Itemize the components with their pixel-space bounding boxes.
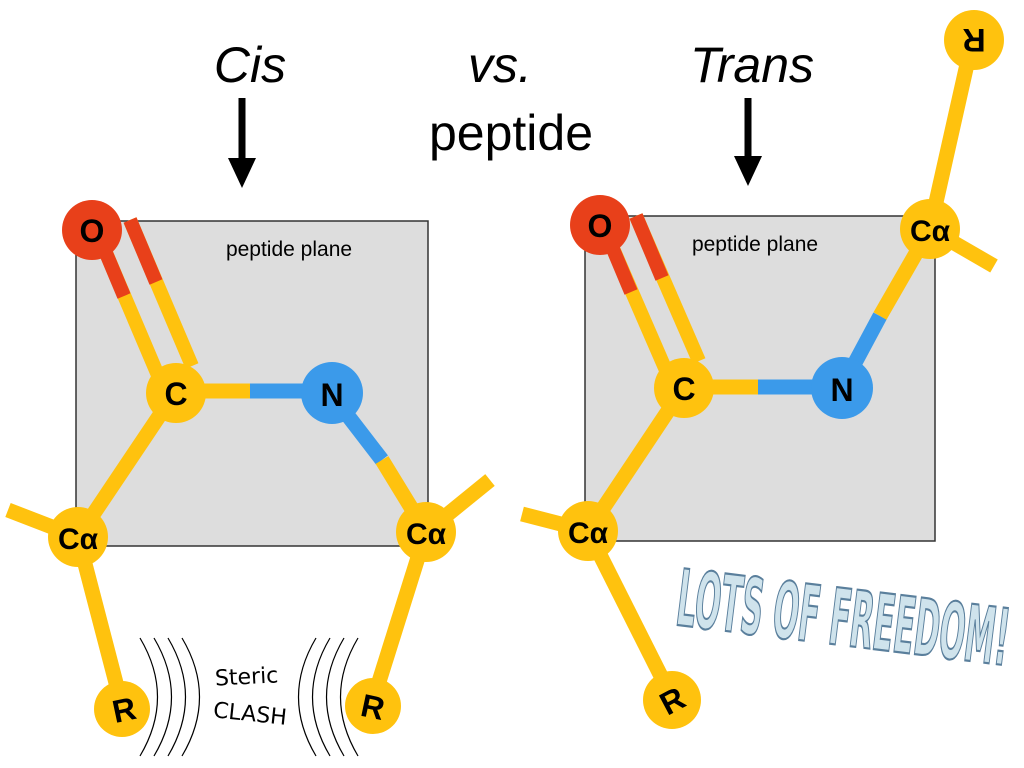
trans-atom-o: O [570,195,630,255]
trans-peptide-plane [584,215,936,542]
trans-plane-label: peptide plane [692,233,818,256]
cis-atom-ca-left: Cα [48,507,108,567]
clash-label-steric: Steric [214,663,279,691]
trans-atom-r-bottom: R [643,671,701,729]
svg-text:N: N [830,372,853,408]
cis-down-arrow-icon [228,98,256,188]
trans-atom-ca-top: Cα [900,199,960,259]
trans-atom-ca-bottom: Cα [558,501,618,561]
svg-text:Cα: Cα [910,215,951,248]
cis-atom-r-left: R [94,681,150,737]
svg-text:O: O [80,213,105,249]
steric-clash: Steric CLASH [139,637,359,757]
cis-atom-o: O [62,200,122,260]
svg-text:R: R [962,22,985,58]
clash-label-clash: CLASH [212,698,288,731]
cis-plane-label: peptide plane [226,238,352,261]
lots-of-freedom-wordart: LOTS OF FREEDOM! [671,553,1015,685]
svg-text:C: C [672,371,695,407]
title-cis: Cis [214,37,286,93]
svg-text:Cα: Cα [58,523,99,556]
svg-text:O: O [588,208,613,244]
title-peptide: peptide [429,105,593,161]
svg-text:N: N [320,377,343,413]
clash-arcs-left-icon [139,637,201,757]
clash-arcs-right-icon [297,637,359,757]
cis-atom-n: N [301,362,363,424]
cis-atom-c: C [146,363,206,423]
svg-text:C: C [164,376,187,412]
svg-text:Cα: Cα [568,517,609,550]
cis-atom-r-right: R [345,678,401,734]
cis-atom-ca-right: Cα [396,502,456,562]
cis-panel: peptide plane O [5,200,495,757]
freedom-text: LOTS OF FREEDOM! [672,554,1014,685]
title-trans: Trans [690,37,814,93]
trans-atom-r-top: R [944,10,1004,70]
title-vs: vs. [468,37,532,93]
trans-atom-c: C [654,358,714,418]
svg-text:Cα: Cα [406,518,447,551]
trans-panel: peptide plane O C [520,10,1015,729]
trans-atom-n: N [811,357,873,419]
trans-down-arrow-icon [734,98,762,186]
